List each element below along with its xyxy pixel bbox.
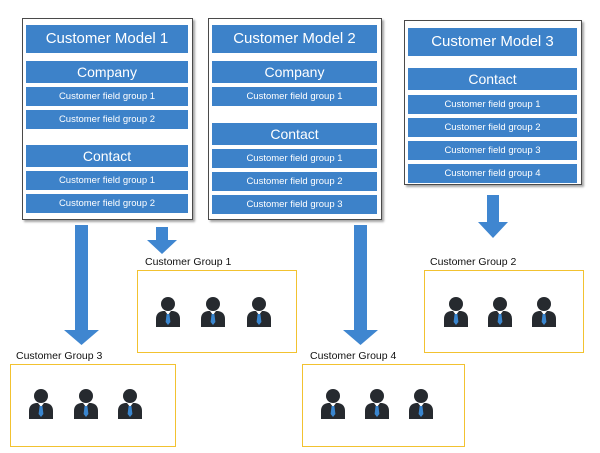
customer-model-1: Customer Model 1 Company Customer field … <box>22 18 193 220</box>
field-group: Customer field group 1 <box>408 95 577 114</box>
arrow-model1-to-group3 <box>64 225 99 345</box>
section-title-contact: Contact <box>408 68 577 90</box>
person-icon <box>532 297 556 327</box>
person-icon <box>444 297 468 327</box>
customer-group-1-box <box>137 270 297 353</box>
field-group: Customer field group 1 <box>26 171 188 190</box>
customer-model-2: Customer Model 2 Company Customer field … <box>208 18 382 220</box>
customer-group-3-label: Customer Group 3 <box>16 350 103 362</box>
customer-group-3-box <box>10 364 176 447</box>
field-group: Customer field group 1 <box>212 87 377 106</box>
customer-group-4-label: Customer Group 4 <box>310 350 397 362</box>
model-title: Customer Model 2 <box>212 25 377 53</box>
person-icon <box>29 389 53 419</box>
field-group: Customer field group 2 <box>26 110 188 129</box>
customer-group-4-box <box>302 364 465 447</box>
person-icon <box>118 389 142 419</box>
field-group: Customer field group 4 <box>408 164 577 183</box>
field-group: Customer field group 3 <box>212 195 377 214</box>
person-icon <box>156 297 180 327</box>
customer-group-1-people <box>156 297 271 327</box>
person-icon <box>488 297 512 327</box>
arrow-model3-to-group2 <box>478 195 508 238</box>
field-group: Customer field group 2 <box>212 172 377 191</box>
field-group: Customer field group 1 <box>26 87 188 106</box>
customer-group-3-people <box>29 389 142 419</box>
model-title: Customer Model 3 <box>408 28 577 56</box>
section-title-company: Company <box>26 61 188 83</box>
customer-group-2-label: Customer Group 2 <box>430 256 517 268</box>
customer-group-1-label: Customer Group 1 <box>145 256 232 268</box>
section-title-contact: Contact <box>26 145 188 167</box>
field-group: Customer field group 2 <box>408 118 577 137</box>
person-icon <box>201 297 225 327</box>
person-icon <box>74 389 98 419</box>
arrow-model1-to-group1 <box>147 227 177 254</box>
field-group: Customer field group 3 <box>408 141 577 160</box>
customer-group-4-people <box>321 389 433 419</box>
model-title: Customer Model 1 <box>26 25 188 53</box>
person-icon <box>365 389 389 419</box>
field-group: Customer field group 1 <box>212 149 377 168</box>
arrow-model2-to-group4 <box>343 225 378 345</box>
customer-model-3: Customer Model 3 Contact Customer field … <box>404 20 582 185</box>
person-icon <box>409 389 433 419</box>
field-group: Customer field group 2 <box>26 194 188 213</box>
person-icon <box>247 297 271 327</box>
person-icon <box>321 389 345 419</box>
section-title-contact: Contact <box>212 123 377 145</box>
customer-group-2-box <box>424 270 584 353</box>
section-title-company: Company <box>212 61 377 83</box>
customer-group-2-people <box>444 297 556 327</box>
